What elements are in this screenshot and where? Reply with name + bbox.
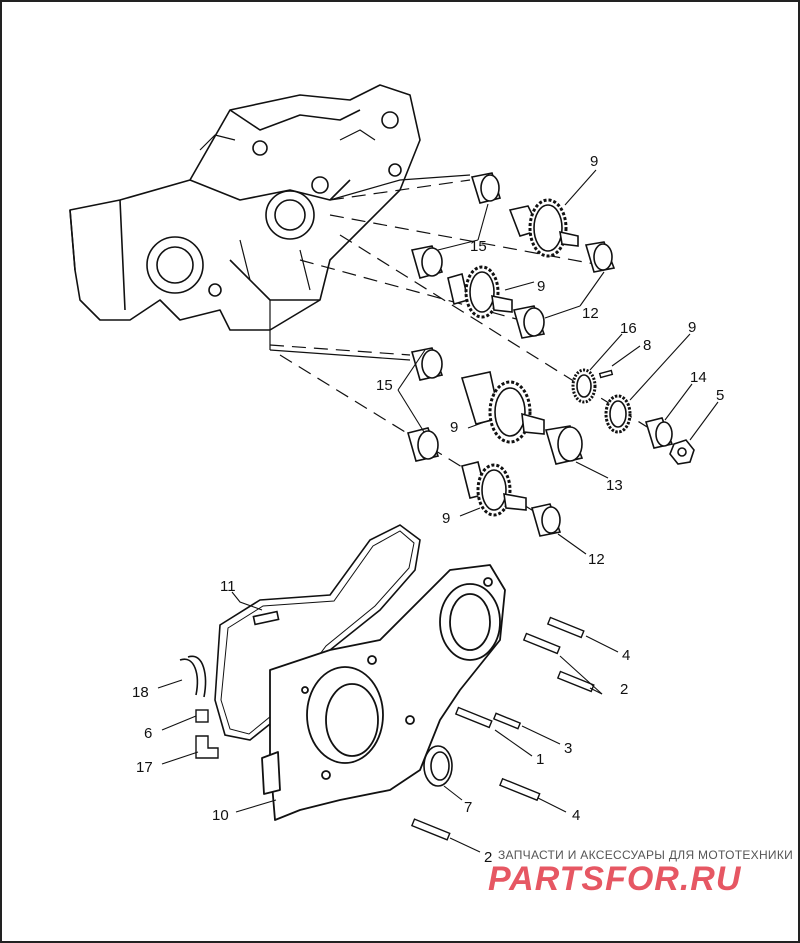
screw-2-upper-a xyxy=(522,632,561,655)
callout-4-upper: 4 xyxy=(622,647,630,664)
callout-3: 3 xyxy=(564,740,572,757)
fitting-6 xyxy=(195,709,209,723)
callout-15-lower: 15 xyxy=(376,377,393,394)
gear-9-upper-mid xyxy=(447,265,513,319)
elbow-17 xyxy=(195,735,219,759)
callout-6: 6 xyxy=(144,725,152,742)
callout-10: 10 xyxy=(212,807,229,824)
callout-9-top: 9 xyxy=(590,153,598,170)
screw-1 xyxy=(454,706,493,729)
spacer-14 xyxy=(644,417,674,449)
callout-1: 1 xyxy=(536,751,544,768)
bearing-15-lower-b xyxy=(407,427,440,462)
nut-5 xyxy=(669,439,695,465)
callout-7: 7 xyxy=(464,799,472,816)
callout-11: 11 xyxy=(220,578,236,595)
callout-13: 13 xyxy=(606,477,623,494)
callout-17: 17 xyxy=(136,759,153,776)
gear-9-top xyxy=(508,198,579,258)
callout-9-lower-mid: 9 xyxy=(450,419,458,436)
callout-5: 5 xyxy=(716,387,724,404)
callout-4-lower: 4 xyxy=(572,807,580,824)
oil-seal-7 xyxy=(423,745,453,787)
callout-14: 14 xyxy=(690,369,707,386)
hose-18 xyxy=(179,655,207,698)
gear-9-pinion xyxy=(604,394,632,434)
bearing-12-mid xyxy=(512,305,546,339)
bearing-15-upper-b xyxy=(410,245,444,279)
bearing-15-upper-a xyxy=(470,172,502,204)
callout-12-lower: 12 xyxy=(588,551,605,568)
cam-cover-10 xyxy=(261,564,506,821)
callout-2-upper: 2 xyxy=(620,681,628,698)
bearing-13 xyxy=(544,425,584,465)
callout-9-bottom: 9 xyxy=(442,510,450,527)
bearing-12-lower xyxy=(530,503,562,537)
callout-15-upper: 15 xyxy=(470,238,487,255)
screws xyxy=(410,616,595,841)
watermark-tagline: ЗАПЧАСТИ И АКСЕССУАРЫ ДЛЯ МОТОТЕХНИКИ xyxy=(498,848,794,862)
gear-9-lower-mid xyxy=(460,371,545,444)
callout-2-lower: 2 xyxy=(484,849,492,866)
callout-9-pinion: 9 xyxy=(688,319,696,336)
gear-9-bottom xyxy=(461,461,527,517)
callout-8: 8 xyxy=(643,337,651,354)
screw-2-lower xyxy=(410,818,451,841)
screw-3 xyxy=(492,712,522,730)
screw-4-upper xyxy=(546,616,585,639)
screw-2-upper-b xyxy=(556,670,595,693)
callout-9-upper-mid: 9 xyxy=(537,278,545,295)
leader-solid-lines xyxy=(269,174,471,361)
watermark-logo: PARTSFOR.RU xyxy=(488,860,742,898)
callout-18: 18 xyxy=(132,684,149,701)
key-8 xyxy=(598,369,614,379)
spring-16 xyxy=(571,368,597,404)
callout-labels: 9 15 9 12 16 8 9 14 5 15 9 13 9 12 11 4 … xyxy=(132,153,724,866)
gasket-11 xyxy=(214,524,421,741)
screw-4-lower xyxy=(499,777,541,802)
bearing-15-lower-a xyxy=(410,347,444,381)
bearing-12-upper xyxy=(584,241,616,273)
callout-12-upper: 12 xyxy=(582,305,599,322)
callout-leaders xyxy=(157,169,719,853)
callout-16: 16 xyxy=(620,320,637,337)
